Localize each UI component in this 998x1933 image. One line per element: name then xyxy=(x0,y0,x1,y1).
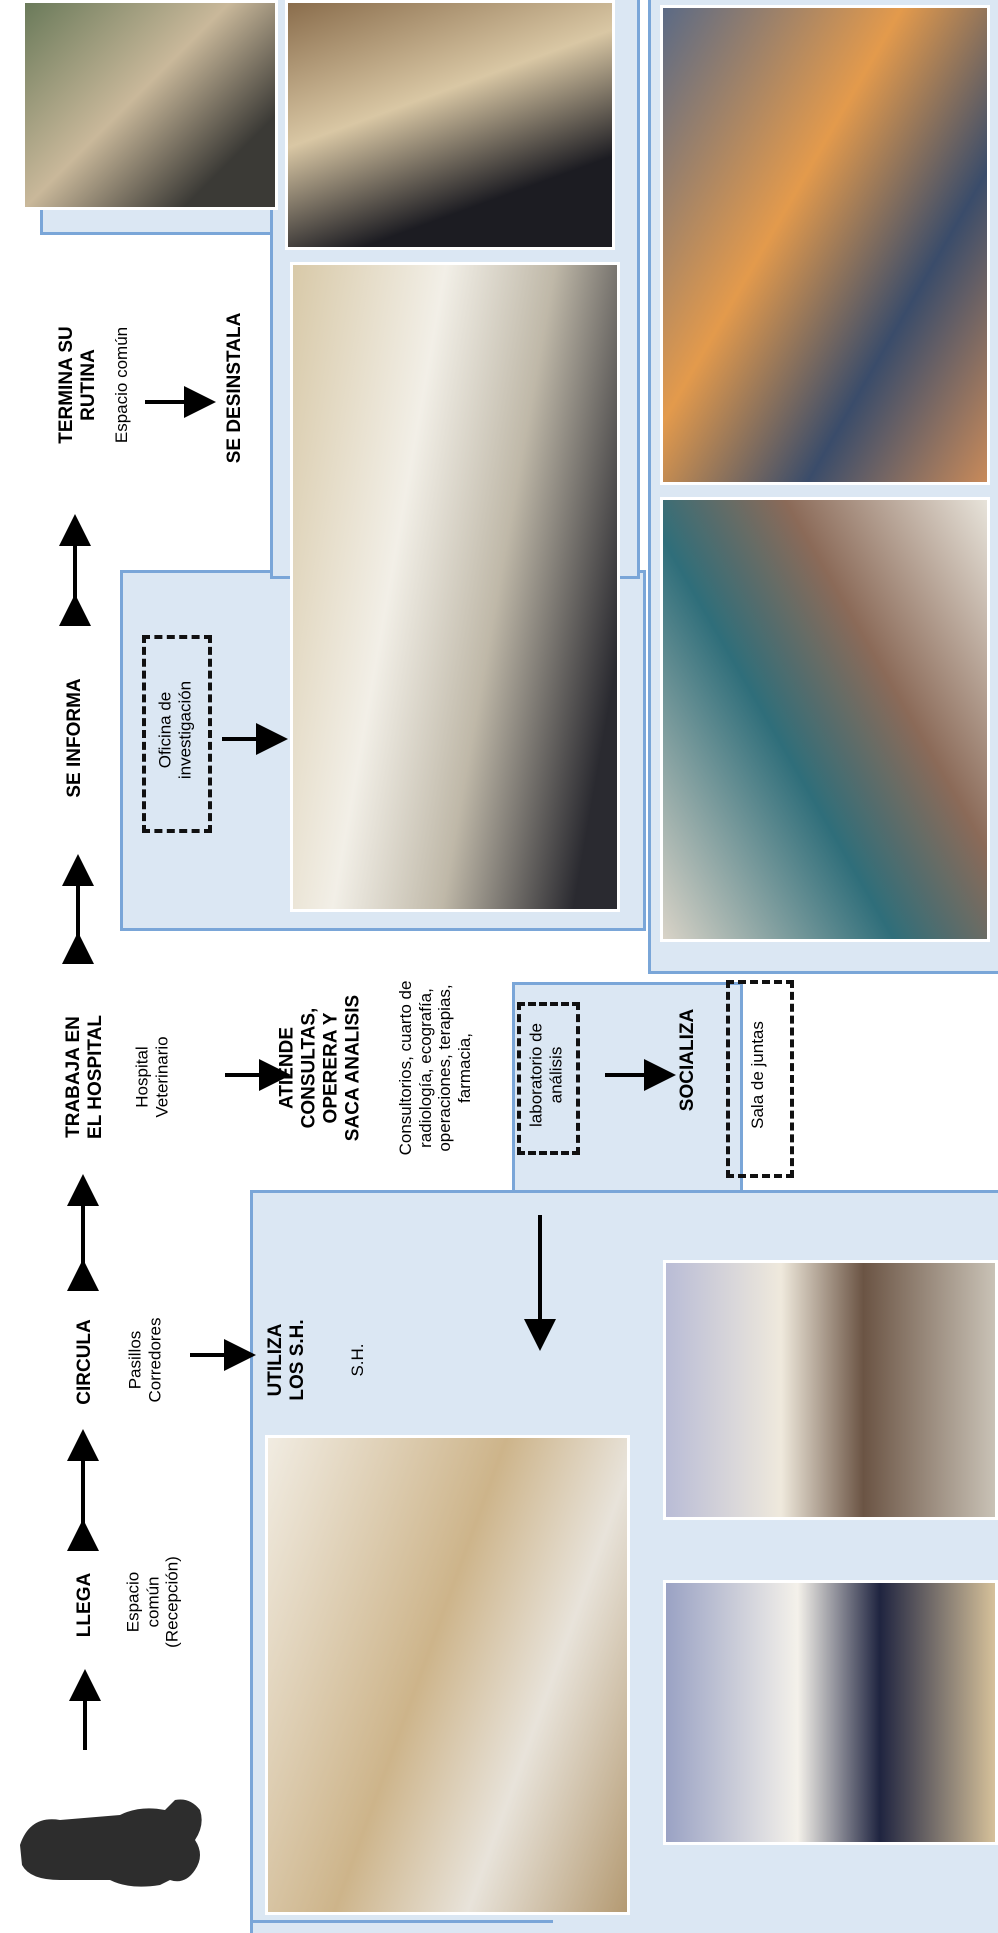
photo-lab-staff xyxy=(663,1260,998,1520)
place-sala: Sala de juntas xyxy=(748,1021,768,1129)
outcome-utiliza: UTILIZA LOS S.H. xyxy=(265,1319,308,1401)
step-trabaja: TRABAJA EN EL HOSPITAL xyxy=(63,1015,106,1139)
panel-lab xyxy=(512,982,743,1198)
oficina-box xyxy=(142,635,212,833)
step-llega: LLEGA xyxy=(74,1572,96,1638)
step-termina: TERMINA SU RUTINA xyxy=(56,326,99,444)
photo-person-desk-right xyxy=(22,0,278,210)
step-circula-sub: Pasillos Corredores xyxy=(125,1317,164,1403)
photo-halloween-team xyxy=(660,5,990,485)
photo-vet-counter xyxy=(663,1580,998,1845)
lab-box xyxy=(517,1002,580,1155)
photo-staff-group xyxy=(660,497,990,942)
step-informa: SE INFORMA xyxy=(64,678,86,798)
person-silhouette xyxy=(20,1799,202,1887)
sala-box xyxy=(726,980,794,1178)
photo-reception xyxy=(265,1435,630,1915)
step-trabaja-sub: Hospital Veterinario xyxy=(132,1036,171,1118)
step-termina-sub: Espacio común xyxy=(112,326,132,444)
place-laboratorio: laboratorio de análisis xyxy=(526,1023,565,1127)
photo-person-office xyxy=(285,0,615,250)
outcome-desinstala: SE DESINSTALA xyxy=(224,312,246,464)
outcome-atiende-sub: Consultorios, cuarto de radiología, ecog… xyxy=(395,980,474,1156)
step-llega-sub: Espacio común (Recepción) xyxy=(123,1556,182,1648)
place-oficina: Oficina de investigación xyxy=(155,680,194,780)
step-circula: CIRCULA xyxy=(74,1319,96,1405)
outcome-socializa: SOCIALIZA xyxy=(677,1008,699,1112)
outcome-atiende: ATIENDE CONSULTAS, OPERERA Y SACA ANALIS… xyxy=(276,994,363,1142)
photo-research-office xyxy=(290,262,620,912)
outcome-utiliza-sub: S.H. xyxy=(348,1343,368,1377)
